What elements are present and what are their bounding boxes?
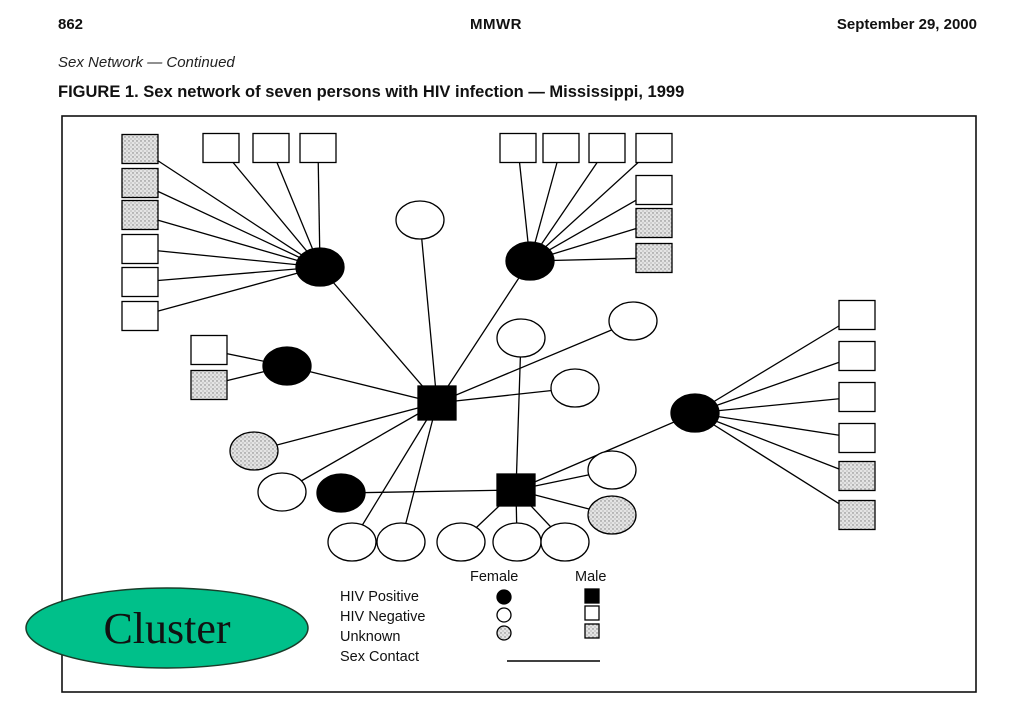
legend: Female Male HIV Positive HIV Negative Un… [340,569,606,665]
male-negative-node [499,132,537,164]
sex-contact-edge [319,266,438,404]
male-negative-node [202,132,240,164]
sex-contact-edge [419,219,438,404]
sex-contact-edge [529,189,655,262]
female-positive-node [262,346,312,386]
cluster-label: Cluster [103,604,230,653]
female-unknown-node [587,495,637,535]
female-negative-node [587,450,637,490]
cluster-ellipse [25,587,309,669]
continuation-label: Sex Network — Continued [58,54,235,71]
sex-contact-edge [351,402,438,543]
male-negative-node [838,381,876,413]
female-negative-node [608,301,658,341]
sex-contact-edge [694,412,858,516]
male-negative-node [635,132,673,164]
legend-unknown-label: Unknown [340,629,400,645]
male-negative-node [838,299,876,331]
legend-female-positive-symbol [496,589,512,605]
male-negative-node [121,300,159,332]
male-positive-node [496,473,536,507]
journal-name: MMWR [470,16,522,33]
page-number: 862 [58,16,84,33]
female-negative-node [376,522,426,562]
legend-sex-contact-label: Sex Contact [340,649,419,665]
male-unknown-node [635,242,673,274]
legend-male-negative-symbol [584,605,600,621]
sex-contact-edge [139,248,321,268]
sex-contact-edge [340,489,517,494]
male-negative-node [299,132,337,164]
male-negative-node [542,132,580,164]
male-negative-node [252,132,290,164]
male-negative-node [838,340,876,372]
male-negative-node [588,132,626,164]
issue-date: September 29, 2000 [836,16,977,33]
legend-female-negative-symbol [496,607,512,623]
sex-contact-edge [139,266,321,283]
female-positive-node [295,247,345,287]
male-unknown-node [121,167,159,199]
sex-contact-edge [529,147,608,262]
male-unknown-node [121,199,159,231]
sex-contact-edge [220,147,321,268]
sex-contact-edge [436,320,634,404]
sex-contact-edge [270,147,321,268]
female-negative-node [540,522,590,562]
sex-contact-edge [436,260,531,404]
figure-title: FIGURE 1. Sex network of seven persons w… [58,83,685,101]
legend-hiv-negative-label: HIV Negative [340,609,425,625]
female-negative-node [436,522,486,562]
female-negative-node [492,522,542,562]
sex-contact-edge [694,314,858,414]
female-negative-node [496,318,546,358]
sex-contact-edge [281,402,438,493]
sex-contact-edge [694,412,858,477]
cluster-overlay: Cluster [25,587,309,669]
sex-contact-edge [286,365,438,404]
legend-female-unknown-symbol [496,625,512,641]
sex-contact-edge [529,147,655,262]
male-negative-node [121,266,159,298]
sex-contact-edge [515,337,522,491]
legend-male-positive-symbol [584,588,600,604]
male-positive-node [417,385,457,421]
male-unknown-node [190,369,228,401]
legend-hiv-positive-label: HIV Positive [340,589,419,605]
sex-contact-edge [139,214,321,268]
sex-contact-edge [139,266,321,317]
female-negative-node [550,368,600,408]
sex-contact-edge [694,412,858,439]
male-negative-node [190,334,228,366]
sex-contact-edge [317,147,321,268]
female-unknown-node [229,431,279,471]
male-unknown-node [635,207,673,239]
female-positive-node [505,241,555,281]
female-positive-node [670,393,720,433]
male-unknown-node [838,460,876,492]
figure-frame [61,115,977,693]
sex-contact-edge [694,396,858,414]
female-negative-node [327,522,377,562]
sex-contact-edge [253,402,438,452]
female-negative-node [395,200,445,240]
sex-contact-edge [139,148,321,268]
male-unknown-node [838,499,876,531]
male-negative-node [838,422,876,454]
male-negative-node [121,233,159,265]
sex-contact-edge [139,182,321,268]
female-negative-node [257,472,307,512]
legend-female-header: Female [470,569,518,585]
sex-contact-edge [694,355,858,414]
sex-contact-edge [400,402,438,543]
legend-male-header: Male [575,569,606,585]
legend-male-unknown-symbol [584,623,600,639]
female-positive-node [316,473,366,513]
male-negative-node [635,174,673,206]
male-unknown-node [121,133,159,165]
